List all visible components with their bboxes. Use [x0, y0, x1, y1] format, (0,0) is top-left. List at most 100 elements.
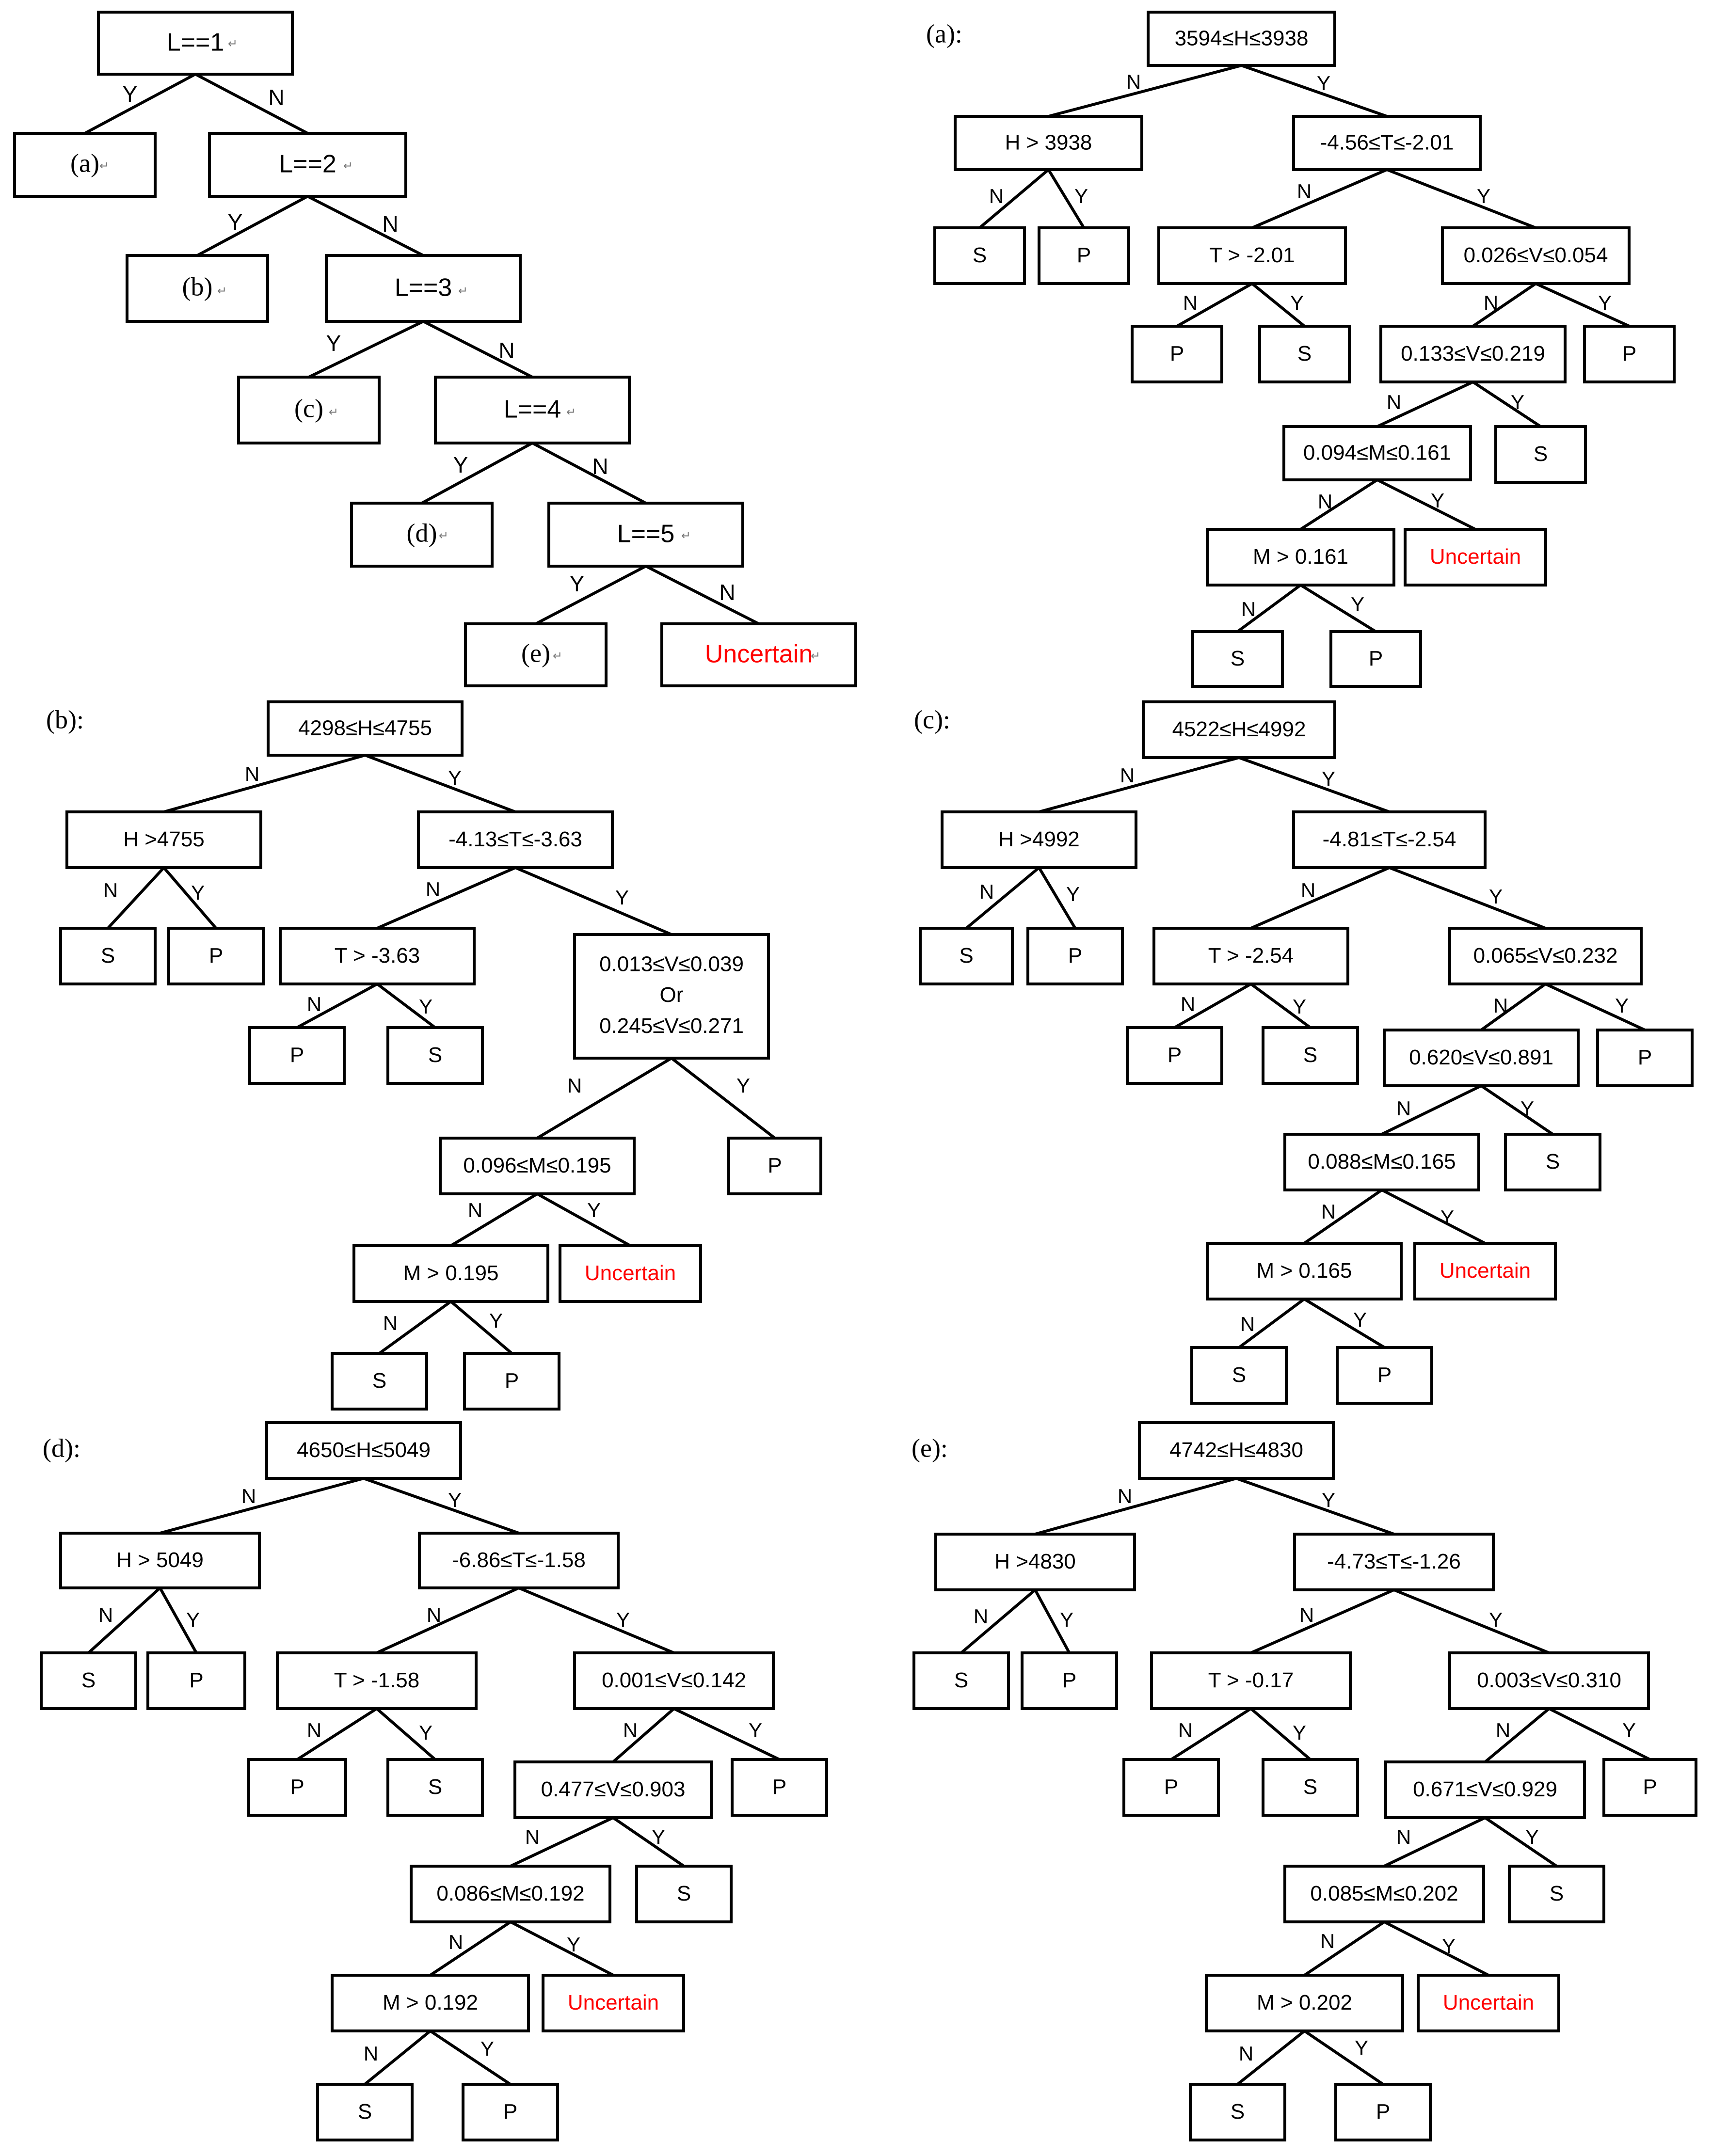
node-box: [1038, 226, 1130, 285]
edge-line: [422, 320, 533, 379]
node-label: M > 0.192: [383, 1991, 478, 2014]
uncertain-leaf: Uncertain: [1413, 1242, 1557, 1300]
node-label: H >4755: [123, 827, 205, 851]
leaf-p: P: [1602, 1758, 1697, 1817]
node-box: [919, 927, 1014, 985]
yes-label: Y: [1066, 883, 1080, 905]
node-box: [13, 132, 157, 198]
main-tree-node: (a): [13, 132, 157, 198]
edge-line: [1039, 756, 1240, 813]
node-label: S: [101, 944, 115, 967]
no-label: N: [1484, 291, 1498, 314]
no-label: N: [1297, 180, 1312, 203]
node-box: [954, 115, 1143, 171]
leaf-s: S: [1508, 1865, 1605, 1923]
leaf-s: S: [1262, 1026, 1359, 1085]
edge-line: [673, 1707, 780, 1761]
node-label: P: [1376, 2100, 1390, 2124]
yes-label: Y: [1442, 1934, 1456, 1957]
node-box: [247, 1758, 347, 1817]
node-box: [1026, 927, 1124, 985]
leaf-p: P: [1026, 927, 1124, 985]
edge-line: [84, 73, 196, 135]
node-label: T > -2.01: [1209, 243, 1295, 267]
condition-node: H >4830: [934, 1533, 1136, 1591]
leaf-p: P: [463, 1352, 560, 1411]
node-label: 0.477≤V≤0.903: [541, 1777, 686, 1801]
no-label: N: [245, 762, 259, 785]
condition-node: -4.73≤T≤-1.26: [1293, 1533, 1495, 1591]
condition-node: 4742≤H≤4830: [1138, 1421, 1335, 1480]
node-label: 0.003≤V≤0.310: [1477, 1668, 1621, 1692]
no-label: N: [1320, 1930, 1335, 1952]
node-label: L==1: [167, 29, 224, 57]
node-label: P: [1638, 1046, 1652, 1069]
edge-line: [1250, 866, 1390, 930]
edge-line: [364, 2029, 432, 2086]
condition-node: -4.56≤T≤-2.01: [1292, 115, 1482, 171]
edge-line: [1548, 1707, 1651, 1761]
yes-label: Y: [1615, 994, 1629, 1017]
no-label: N: [1241, 598, 1256, 620]
edge-line: [1236, 2029, 1306, 2086]
condition-node: T > -1.58: [276, 1651, 478, 1710]
node-label: P: [1170, 342, 1184, 365]
node-box: [331, 1352, 428, 1411]
node-box: [1334, 2083, 1432, 2141]
edge-line: [535, 565, 647, 625]
node-box: [65, 810, 262, 869]
node-box: [350, 502, 494, 568]
node-label: S: [1303, 1775, 1317, 1799]
node-label: P: [209, 944, 223, 967]
yes-label: Y: [1431, 489, 1444, 512]
no-label: N: [1396, 1825, 1411, 1848]
leaf-p: P: [247, 1758, 347, 1817]
yes-label: Y: [616, 1608, 630, 1631]
condition-node: 0.003≤V≤0.310: [1448, 1651, 1650, 1710]
no-label: N: [468, 1199, 482, 1221]
yes-label: Y: [228, 209, 243, 235]
yes-label: Y: [1520, 1097, 1534, 1120]
uncertain-leaf: Uncertain: [542, 1974, 685, 2032]
node-label: -4.56≤T≤-2.01: [1320, 131, 1454, 155]
edge-line: [376, 866, 516, 930]
condition-node: T > -3.63: [279, 927, 476, 985]
node-label: 4650≤H≤5049: [297, 1438, 431, 1462]
edge-line: [1251, 168, 1388, 229]
leaf-p: P: [167, 927, 265, 985]
node-label: L==4: [504, 396, 561, 424]
no-label: N: [592, 454, 608, 479]
yes-label: Y: [736, 1074, 750, 1097]
condition-node: H > 5049: [59, 1532, 261, 1589]
edge-line: [421, 442, 533, 505]
edge-line: [163, 754, 366, 813]
no-label: N: [1178, 1719, 1193, 1742]
edge-line: [1545, 983, 1646, 1031]
edge-line: [1535, 282, 1630, 328]
yes-label: Y: [1353, 1308, 1367, 1331]
leaf-s: S: [40, 1651, 137, 1710]
edge-line: [376, 1707, 436, 1761]
node-box: [1283, 1133, 1480, 1191]
condition-node: 0.094≤M≤0.161: [1282, 425, 1472, 481]
node-label: P: [1077, 243, 1091, 267]
main-tree-node: Uncertain: [660, 622, 857, 687]
yes-label: Y: [1489, 885, 1503, 908]
edge-line: [1241, 64, 1388, 118]
yes-label: Y: [1290, 291, 1304, 314]
return-mark-icon: ↵: [439, 529, 448, 542]
leaf-p: P: [1334, 2083, 1432, 2141]
node-label: 0.620≤V≤0.891: [1409, 1046, 1553, 1069]
node-box: [1404, 528, 1547, 587]
node-label: P: [189, 1668, 203, 1692]
node-label: 0.026≤V≤0.054: [1464, 243, 1608, 267]
no-label: N: [364, 2042, 378, 2065]
condition-node: 4522≤H≤4992: [1142, 700, 1336, 759]
edge-line: [429, 1920, 512, 1977]
node-label: P: [772, 1775, 786, 1799]
no-label: N: [1120, 764, 1135, 787]
node-label: 4298≤H≤4755: [298, 716, 432, 740]
node-label: 4522≤H≤4992: [1172, 717, 1306, 741]
edge-line: [1170, 1707, 1252, 1761]
condition-node: 0.085≤M≤0.202: [1283, 1865, 1485, 1923]
